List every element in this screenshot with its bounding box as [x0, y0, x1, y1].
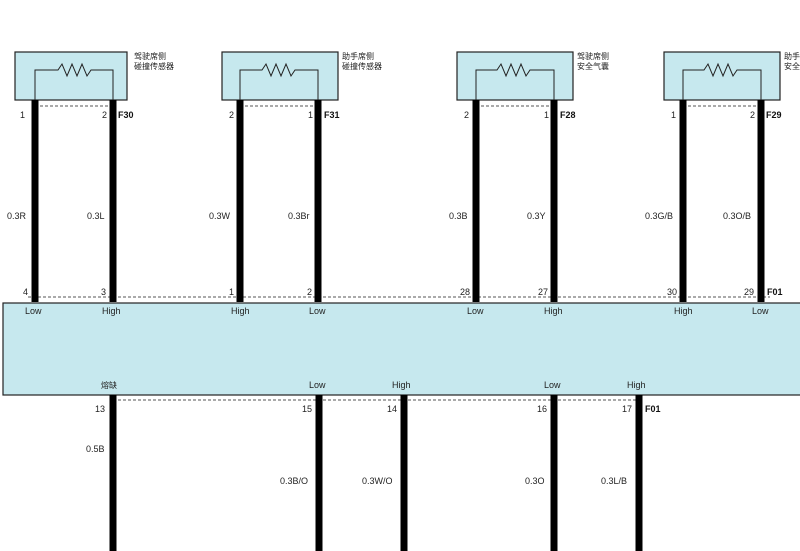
sensor-label-line2: 碰撞传感器	[342, 61, 382, 71]
wire-label: 0.3O	[525, 476, 545, 486]
sensor-label-line1: 驾驶席侧	[577, 51, 609, 61]
sensor-box	[14, 51, 128, 101]
sensor-box	[663, 51, 781, 101]
sensor-box	[456, 51, 574, 101]
module-top-signals: Low High High Low Low High High Low	[25, 306, 769, 316]
pin-label: 16	[537, 404, 547, 414]
signal-label: Low	[467, 306, 484, 316]
pin-label: 3	[101, 287, 106, 297]
signal-label: Low	[309, 306, 326, 316]
pin-label: 4	[23, 287, 28, 297]
resistor-symbol-icon	[34, 62, 114, 100]
wire-label: 0.3B/O	[280, 476, 308, 486]
pin-label: 1	[229, 287, 234, 297]
module-bottom-signals: 熔缺 Low High Low High	[101, 380, 646, 390]
wire-label: 0.3W	[209, 211, 231, 221]
sensor-label-line1: 助手席侧	[342, 51, 374, 61]
pin-label: 1	[544, 110, 549, 120]
sensor-driver-airbag: 驾驶席侧 安全气囊 2 1 F28	[456, 51, 609, 120]
wire-label: 0.5B	[86, 444, 105, 454]
wire-label: 0.3L	[87, 211, 105, 221]
signal-label: High	[231, 306, 250, 316]
connector-dash-lines	[28, 105, 770, 401]
pin-label: 2	[102, 110, 107, 120]
pin-label: 1	[671, 110, 676, 120]
connector-label: F30	[118, 110, 134, 120]
pin-label: 15	[302, 404, 312, 414]
sensor-label-line1: 助手	[784, 51, 800, 61]
pin-label: 13	[95, 404, 105, 414]
wire-label: 0.3R	[7, 211, 27, 221]
pin-label: 1	[308, 110, 313, 120]
connector-label: F01	[645, 404, 661, 414]
pin-label: 27	[538, 287, 548, 297]
pin-label: 2	[307, 287, 312, 297]
upper-wire-labels: 0.3R 0.3L 0.3W 0.3Br 0.3B 0.3Y 0.3G/B 0.…	[7, 211, 751, 221]
pin-label: 14	[387, 404, 397, 414]
signal-label: High	[627, 380, 646, 390]
signal-label: High	[674, 306, 693, 316]
signal-label: Low	[752, 306, 769, 316]
wire-label: 0.3W/O	[362, 476, 393, 486]
pin-label: 1	[20, 110, 25, 120]
connector-label: F01	[767, 287, 783, 297]
signal-label: Low	[544, 380, 561, 390]
resistor-symbol-icon	[682, 62, 762, 100]
sensor-box	[221, 51, 339, 101]
resistor-symbol-icon	[475, 62, 555, 100]
wire-label: 0.3B	[449, 211, 468, 221]
wire-label: 0.3O/B	[723, 211, 751, 221]
pin-label: 2	[750, 110, 755, 120]
airbag-control-module	[2, 302, 800, 396]
pin-label: 28	[460, 287, 470, 297]
sensor-label-line2: 安全	[784, 61, 800, 71]
signal-label: High	[392, 380, 411, 390]
sensor-label-line1: 驾驶席侧	[134, 51, 166, 61]
pin-label: 2	[464, 110, 469, 120]
connector-label: F31	[324, 110, 340, 120]
sensor-passenger-airbag: 助手 安全 1 2 F29	[663, 51, 800, 120]
connector-label: F28	[560, 110, 576, 120]
wire-label: 0.3Y	[527, 211, 546, 221]
module-top-pins: 4 3 1 2 28 27 30 29 F01	[23, 287, 783, 297]
resistor-symbol-icon	[239, 62, 319, 100]
signal-label: Low	[309, 380, 326, 390]
wire-label: 0.3L/B	[601, 476, 627, 486]
pin-label: 30	[667, 287, 677, 297]
sensor-passenger-crash: 助手席侧 碰撞传感器 2 1 F31	[221, 51, 382, 120]
upper-wires	[31, 100, 765, 302]
wire-label: 0.3Br	[288, 211, 310, 221]
pin-label: 2	[229, 110, 234, 120]
sensor-label-line2: 安全气囊	[577, 61, 609, 71]
wire-label: 0.3G/B	[645, 211, 673, 221]
signal-label: High	[102, 306, 121, 316]
sensor-driver-crash: 驾驶席侧 碰撞传感器 1 2 F30	[14, 51, 174, 120]
connector-label: F29	[766, 110, 782, 120]
lower-wire-labels: 0.5B 0.3B/O 0.3W/O 0.3O 0.3L/B	[86, 444, 627, 486]
signal-label: Low	[25, 306, 42, 316]
pin-label: 29	[744, 287, 754, 297]
lower-wires	[109, 395, 643, 551]
module-bottom-pins: 13 15 14 16 17 F01	[95, 404, 661, 414]
signal-label: High	[544, 306, 563, 316]
signal-label: 熔缺	[101, 380, 117, 390]
sensor-label-line2: 碰撞传感器	[134, 61, 174, 71]
pin-label: 17	[622, 404, 632, 414]
